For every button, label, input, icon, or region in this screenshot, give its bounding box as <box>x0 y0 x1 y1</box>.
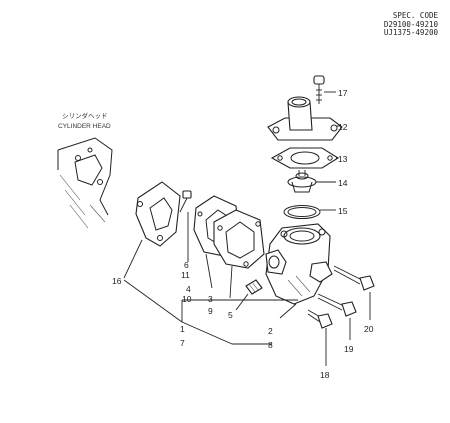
water-outlet-12 <box>267 96 343 141</box>
callout-16: 16 <box>112 276 122 286</box>
callout-5: 5 <box>228 310 233 320</box>
plug-5 <box>245 279 263 295</box>
callout-8: 8 <box>268 340 273 350</box>
gasket-16 <box>135 181 181 247</box>
callout-13: 13 <box>338 154 348 164</box>
spec-code-block: SPEC. CODE D29100-49210 UJ1375-49200 <box>383 11 438 38</box>
bolt-20 <box>333 265 375 291</box>
callout-1: 1 <box>180 324 185 334</box>
spec-code-2: UJ1375-49200 <box>383 28 438 37</box>
cylinder-head-drawing <box>57 137 113 229</box>
thermostat-housing-2 <box>265 223 333 305</box>
bolt-18 <box>307 309 333 329</box>
callout-11: 11 <box>181 270 190 280</box>
thermostat-14 <box>287 170 317 193</box>
cylinder-head-label-jp: シリンダヘッド <box>62 111 108 120</box>
bolt-19 <box>317 293 357 317</box>
callout-17: 17 <box>338 88 348 98</box>
gasket-13 <box>270 147 340 169</box>
bolt-small <box>179 190 192 213</box>
cylinder-head-label-en: CYLINDER HEAD <box>58 123 111 130</box>
callout-18: 18 <box>320 370 330 380</box>
callout-15: 15 <box>338 206 348 216</box>
o-ring-15 <box>283 205 321 219</box>
leader-lines <box>123 91 371 366</box>
callout-7: 7 <box>180 338 185 348</box>
plate-3 <box>213 209 265 269</box>
callout-12: 12 <box>338 122 348 132</box>
callout-3: 3 <box>208 294 213 304</box>
spec-code-1: D29100-49210 <box>383 19 438 29</box>
spec-code-title: SPEC. CODE <box>392 11 438 20</box>
bolt-17 <box>313 75 325 104</box>
callout-4: 4 <box>186 284 191 294</box>
callout-20: 20 <box>364 324 374 334</box>
callout-19: 19 <box>344 344 354 354</box>
callout-6: 6 <box>184 260 189 270</box>
callout-2: 2 <box>268 326 273 336</box>
callout-14: 14 <box>338 178 348 188</box>
callout-9: 9 <box>208 306 213 316</box>
callout-10: 10 <box>182 294 192 304</box>
